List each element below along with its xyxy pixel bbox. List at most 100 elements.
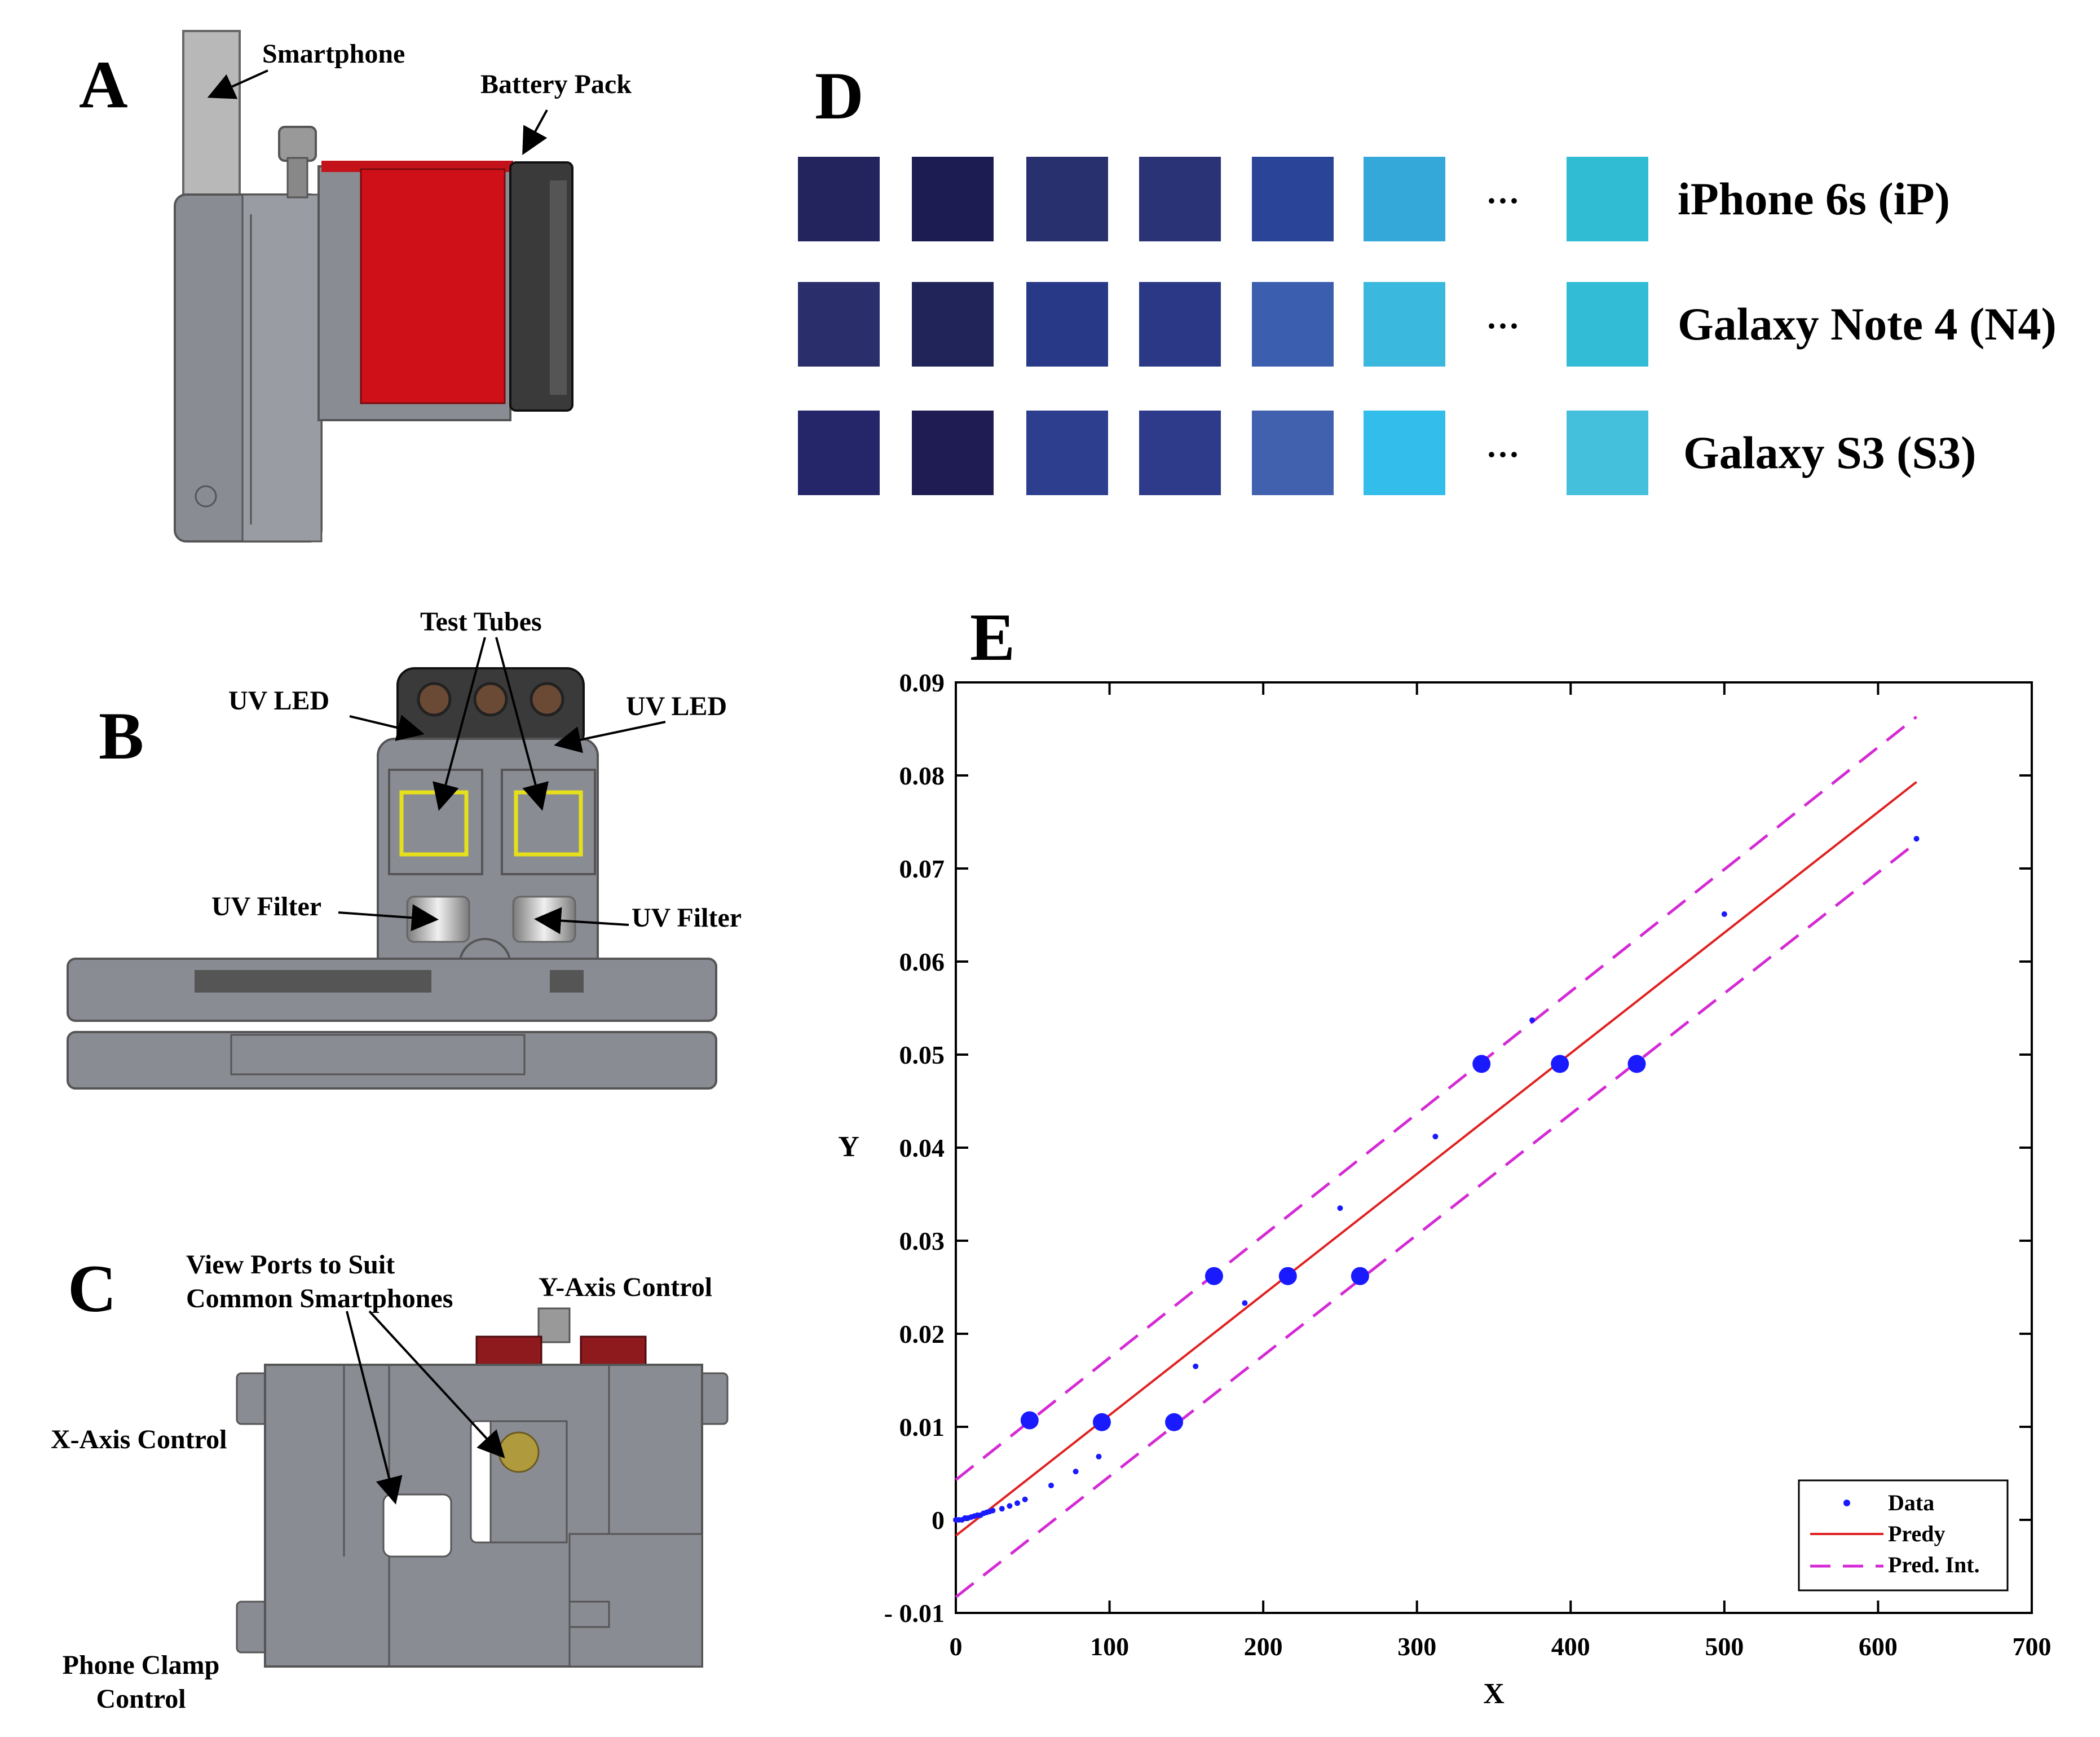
data-point xyxy=(1096,1453,1102,1460)
color-swatch xyxy=(912,282,994,367)
legend-box xyxy=(1798,1479,2009,1591)
data-point xyxy=(1913,836,1920,842)
ellipsis: ··· xyxy=(1486,436,1520,473)
data-point-large xyxy=(1278,1267,1297,1285)
panel-e-letter: E xyxy=(970,599,1016,674)
color-swatch xyxy=(1252,157,1334,241)
y-tick-label: - 0.01 xyxy=(884,1599,945,1628)
color-swatch-final xyxy=(1567,411,1648,495)
data-point xyxy=(1073,1469,1079,1475)
x-axis-control-label: X-Axis Control xyxy=(51,1425,227,1454)
data-point xyxy=(1432,1134,1439,1140)
uv-filter-left-label: UV Filter xyxy=(211,892,322,922)
x-tick-label: 200 xyxy=(1244,1632,1283,1661)
y-tick-label: 0.02 xyxy=(899,1320,945,1348)
color-swatch xyxy=(1364,411,1445,495)
data-point-large xyxy=(1551,1055,1569,1073)
uv-led-right-label: UV LED xyxy=(626,691,727,721)
phone-clamp-control-label-line1: Phone Clamp xyxy=(62,1650,220,1680)
data-point xyxy=(1014,1500,1021,1506)
color-swatch xyxy=(798,282,880,367)
panel-c-letter: C xyxy=(68,1251,117,1326)
panel-a-device-drawing xyxy=(174,30,573,543)
panel-d-letter: D xyxy=(815,58,864,133)
color-swatch xyxy=(1026,411,1108,495)
panel-b-letter: B xyxy=(99,698,144,773)
data-point-large xyxy=(1627,1055,1646,1073)
data-point xyxy=(1193,1363,1199,1369)
y-tick-label: 0.04 xyxy=(899,1134,945,1162)
data-point-large xyxy=(1205,1267,1223,1285)
data-point-large xyxy=(1092,1413,1111,1431)
color-swatch-final xyxy=(1567,282,1648,367)
color-swatch xyxy=(1252,411,1334,495)
battery-pack-label: Battery Pack xyxy=(480,69,632,99)
color-swatch xyxy=(1252,282,1334,367)
color-swatch xyxy=(1139,411,1221,495)
x-tick-label: 0 xyxy=(950,1632,963,1661)
ellipsis: ··· xyxy=(1486,182,1520,219)
y-axis-control-label: Y-Axis Control xyxy=(539,1272,713,1302)
y-axis-label: Y xyxy=(838,1131,859,1163)
smartphone-label: Smartphone xyxy=(262,39,405,69)
data-point-large xyxy=(1165,1413,1184,1431)
color-swatch xyxy=(1139,157,1221,241)
view-ports-label-line2: Common Smartphones xyxy=(186,1284,453,1313)
legend-data-marker xyxy=(1843,1500,1850,1506)
color-swatch xyxy=(1026,282,1108,367)
data-point xyxy=(999,1506,1005,1512)
color-swatch xyxy=(798,157,880,241)
y-tick-label: 0.09 xyxy=(899,668,945,697)
uv-filter-right-label: UV Filter xyxy=(632,903,742,933)
ellipsis: ··· xyxy=(1486,307,1520,345)
pred-int-upper-line xyxy=(955,716,1918,1482)
color-swatch xyxy=(912,157,994,241)
y-tick-label: 0.08 xyxy=(899,761,945,790)
y-tick-label: 0.01 xyxy=(899,1413,945,1441)
color-swatch xyxy=(1026,157,1108,241)
data-point xyxy=(1529,1017,1536,1023)
data-point-large xyxy=(1472,1055,1491,1073)
x-tick-label: 700 xyxy=(2013,1632,2052,1661)
pred-int-lower-line xyxy=(955,841,1918,1598)
view-ports-label-line1: View Ports to Suit xyxy=(186,1250,395,1280)
data-point xyxy=(1242,1300,1248,1306)
color-swatch xyxy=(912,411,994,495)
panel-b-device-drawing xyxy=(67,637,717,1090)
predy-line xyxy=(955,781,1917,1537)
x-tick-label: 100 xyxy=(1090,1632,1129,1661)
device-label: iPhone 6s (iP) xyxy=(1678,173,1950,224)
x-tick-label: 500 xyxy=(1705,1632,1744,1661)
data-point xyxy=(1721,911,1727,917)
test-tubes-label: Test Tubes xyxy=(420,607,542,637)
y-tick-label: 0.06 xyxy=(899,947,945,976)
data-point xyxy=(990,1507,996,1514)
color-swatch xyxy=(1364,157,1445,241)
y-tick-label: 0.07 xyxy=(899,854,945,883)
color-swatch xyxy=(798,411,880,495)
device-label: Galaxy S3 (S3) xyxy=(1683,427,1977,478)
device-label: Galaxy Note 4 (N4) xyxy=(1678,298,2057,350)
x-tick-label: 600 xyxy=(1859,1632,1898,1661)
legend-label: Data xyxy=(1888,1490,1934,1515)
legend-label: Pred. Int. xyxy=(1888,1552,1980,1577)
y-tick-label: 0.03 xyxy=(899,1227,945,1255)
uv-led-left-label: UV LED xyxy=(228,686,330,716)
plot-frame xyxy=(955,681,2033,1614)
x-axis-label: X xyxy=(1483,1678,1505,1710)
color-swatch-final xyxy=(1567,157,1648,241)
x-tick-label: 300 xyxy=(1397,1632,1436,1661)
data-point-large xyxy=(1020,1411,1039,1430)
data-point xyxy=(1337,1205,1343,1211)
data-point xyxy=(1022,1496,1028,1502)
color-swatch xyxy=(1139,282,1221,367)
data-point-large xyxy=(1351,1267,1369,1285)
panel-a-letter: A xyxy=(79,47,128,122)
color-swatch xyxy=(1364,282,1445,367)
y-tick-label: 0 xyxy=(932,1506,945,1535)
x-tick-label: 400 xyxy=(1551,1632,1590,1661)
panel-c-device-drawing xyxy=(236,1307,729,1668)
data-point xyxy=(1048,1482,1054,1488)
y-tick-label: 0.05 xyxy=(899,1041,945,1069)
